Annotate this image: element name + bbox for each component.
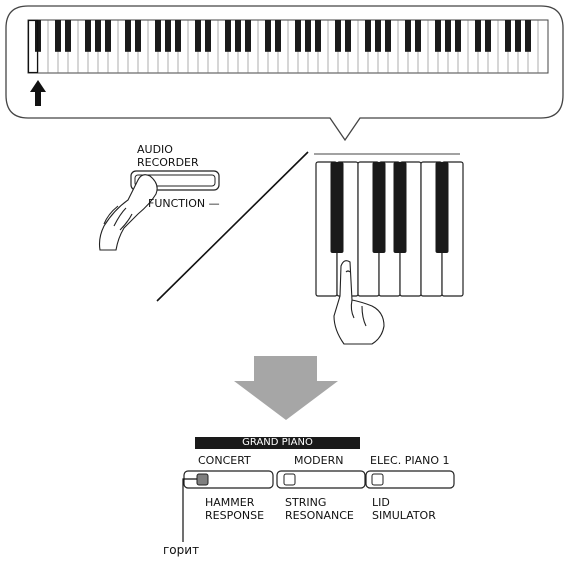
black-key xyxy=(55,20,61,52)
black-key xyxy=(195,20,201,52)
black-key xyxy=(485,20,491,52)
zoom-black-key xyxy=(372,162,386,253)
black-key xyxy=(225,20,231,52)
transition-down-arrow xyxy=(234,356,338,420)
zoom-black-key xyxy=(393,162,407,253)
lit-status-label: горит xyxy=(163,543,200,557)
black-key xyxy=(305,20,311,52)
black-key xyxy=(235,20,241,52)
modern-label: MODERN xyxy=(294,454,344,467)
lit-leader-line xyxy=(182,478,197,542)
black-key xyxy=(335,20,341,52)
string-resonance-label: STRING RESONANCE xyxy=(285,496,354,522)
black-key xyxy=(445,20,451,52)
black-key xyxy=(505,20,511,52)
black-key xyxy=(85,20,91,52)
concert-led-lit xyxy=(196,473,209,486)
elec-piano-lid-button[interactable] xyxy=(365,470,455,489)
black-key xyxy=(275,20,281,52)
black-key xyxy=(345,20,351,52)
black-key xyxy=(315,20,321,52)
pressing-hand-left xyxy=(98,174,158,251)
pressing-hand-right xyxy=(333,260,385,345)
function-label: FUNCTION — xyxy=(148,197,220,210)
black-key xyxy=(95,20,101,52)
black-key xyxy=(405,20,411,52)
zoom-black-key xyxy=(435,162,449,253)
modern-led xyxy=(283,473,296,486)
black-key xyxy=(475,20,481,52)
zoom-black-key xyxy=(330,162,344,253)
modern-string-button[interactable] xyxy=(276,470,366,489)
black-key xyxy=(375,20,381,52)
elec-piano-led xyxy=(371,473,384,486)
lowest-key-highlight xyxy=(27,19,39,74)
black-key xyxy=(365,20,371,52)
black-key xyxy=(125,20,131,52)
black-key xyxy=(205,20,211,52)
grand-piano-group-label: GRAND PIANO xyxy=(195,437,360,449)
black-key xyxy=(415,20,421,52)
black-key xyxy=(245,20,251,52)
black-key xyxy=(265,20,271,52)
black-key xyxy=(435,20,441,52)
diagonal-separator xyxy=(156,151,309,302)
full-keyboard xyxy=(27,19,549,74)
elec-piano-1-label: ELEC. PIANO 1 xyxy=(370,454,450,467)
audio-recorder-label: AUDIO RECORDER xyxy=(137,143,199,169)
lid-simulator-label: LID SIMULATOR xyxy=(372,496,436,522)
black-key xyxy=(155,20,161,52)
black-key xyxy=(105,20,111,52)
black-key xyxy=(295,20,301,52)
black-key xyxy=(135,20,141,52)
black-key xyxy=(385,20,391,52)
black-key xyxy=(455,20,461,52)
lowest-key-arrow xyxy=(30,80,46,106)
control-panel xyxy=(183,470,455,489)
black-key xyxy=(525,20,531,52)
black-key xyxy=(175,20,181,52)
black-key xyxy=(165,20,171,52)
hammer-response-label: HAMMER RESPONSE xyxy=(205,496,265,522)
black-key xyxy=(65,20,71,52)
black-key xyxy=(515,20,521,52)
zoom-keyboard xyxy=(315,161,464,297)
concert-label: CONCERT xyxy=(198,454,251,467)
